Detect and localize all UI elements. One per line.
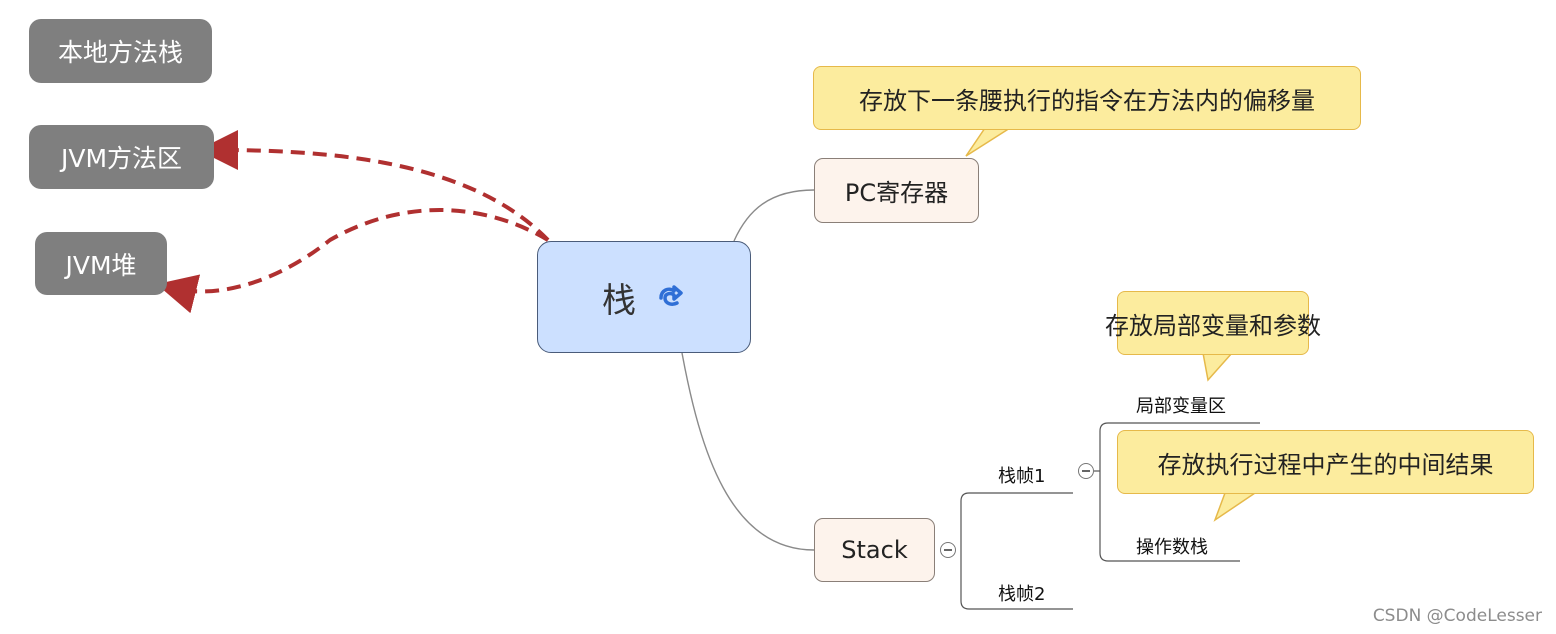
collapse-stack-toggle[interactable] — [940, 542, 956, 558]
callout-pc-register: 存放下一条腰执行的指令在方法内的偏移量 — [813, 66, 1361, 130]
collapse-frame1-toggle[interactable] — [1078, 463, 1094, 479]
label-frame1[interactable]: 栈帧1 — [998, 466, 1046, 487]
topic-pc-register[interactable]: PC寄存器 — [814, 158, 979, 223]
central-topic-stack[interactable]: 栈 — [537, 241, 751, 353]
label-operand-stack[interactable]: 操作数栈 — [1136, 537, 1208, 558]
relation-arrow-heap — [156, 208, 550, 314]
callout-operand-stack: 存放执行过程中产生的中间结果 — [1117, 430, 1534, 494]
node-jvm-heap[interactable]: JVM堆 — [35, 232, 167, 295]
callout-local-vars: 存放局部变量和参数 — [1105, 291, 1321, 355]
node-jvm-method-area[interactable]: JVM方法区 — [29, 125, 214, 189]
branch-pc — [733, 189, 815, 242]
stack-bracket — [960, 492, 1073, 610]
callout-tail-pc — [965, 127, 1013, 157]
frame1-bracket — [1099, 422, 1260, 562]
relation-arrow-method-area — [198, 130, 550, 242]
callout-tail-local-vars — [1202, 352, 1234, 382]
branch-stack — [681, 352, 815, 551]
return-arrow-icon[interactable] — [652, 280, 686, 314]
node-native-method-stack[interactable]: 本地方法栈 — [29, 19, 212, 83]
central-topic-label: 栈 — [602, 280, 636, 321]
callout-tail-operand — [1213, 492, 1258, 522]
label-local-var-area[interactable]: 局部变量区 — [1136, 396, 1226, 417]
topic-stack[interactable]: Stack — [814, 518, 935, 582]
label-frame2[interactable]: 栈帧2 — [998, 584, 1046, 605]
watermark: CSDN @CodeLesser — [1372, 606, 1542, 626]
